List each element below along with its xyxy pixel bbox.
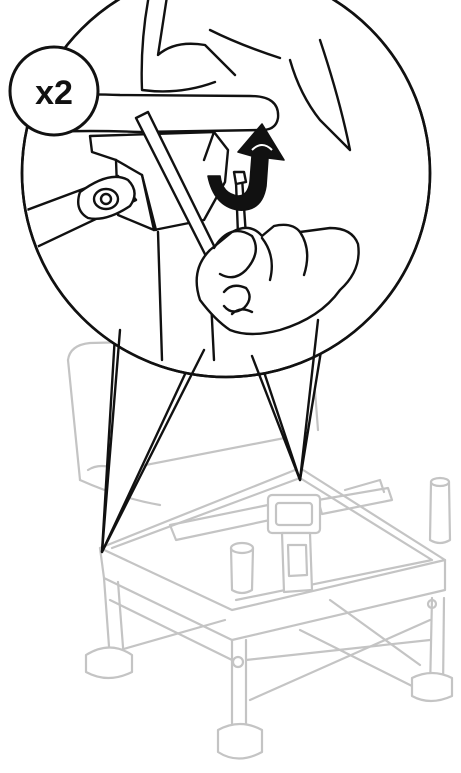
folding-legs <box>86 578 452 759</box>
quantity-badge: x2 <box>10 47 98 135</box>
front-left-post <box>231 543 253 593</box>
rear-right-post <box>430 478 450 690</box>
badge-label: x2 <box>35 74 73 112</box>
buckle <box>268 495 320 592</box>
